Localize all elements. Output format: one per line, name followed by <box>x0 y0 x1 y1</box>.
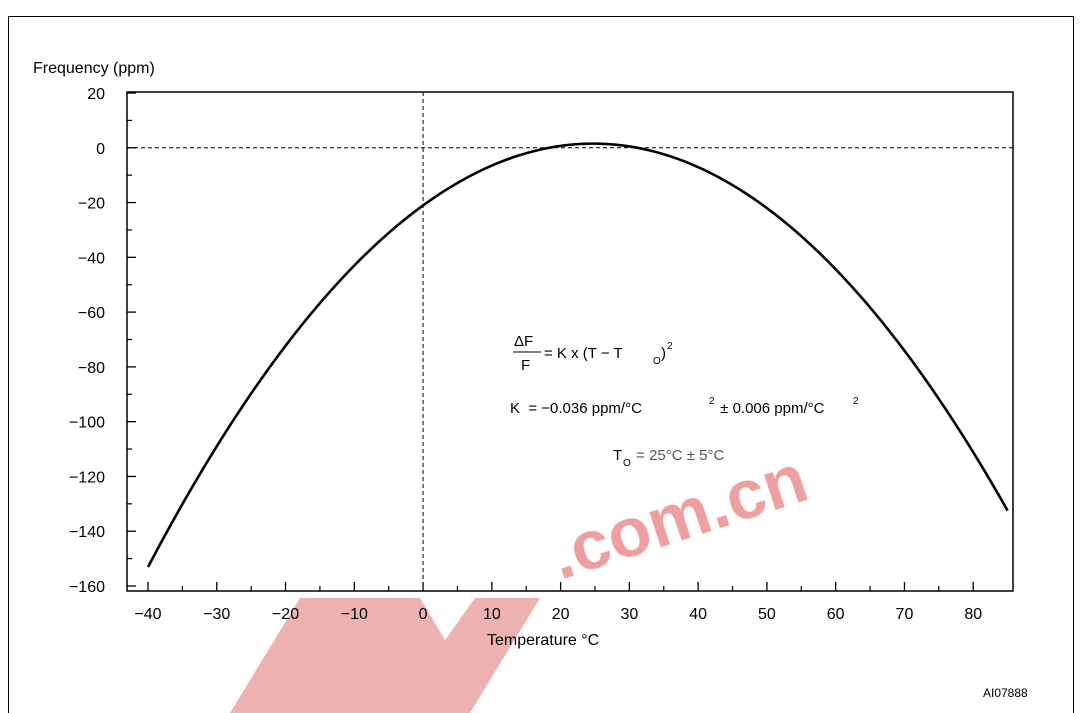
x-tick-label: −10 <box>341 606 368 623</box>
x-tick-label: 0 <box>419 606 428 623</box>
formula-rhs-sub: O <box>653 356 661 367</box>
x-tick-label: 30 <box>620 606 638 623</box>
y-axis-label: Frequency (ppm) <box>33 60 155 77</box>
figure-frame <box>8 16 1074 713</box>
formula-numerator: ΔF <box>514 333 533 350</box>
x-axis-label: Temperature °C <box>487 632 599 649</box>
formula-annotation: ΔF F = K x (T − T O ) 2 <box>513 333 673 374</box>
reference-lines <box>127 92 1013 591</box>
x-tick-label: −40 <box>134 606 161 623</box>
k-sup-2: 2 <box>853 396 859 407</box>
t0-annotation: T O = 25°C ± 5°C <box>613 447 725 469</box>
figure-id: AI07888 <box>983 686 1028 700</box>
y-tick-label: −20 <box>78 196 105 213</box>
frequency-curve <box>146 142 1009 568</box>
t0-sub: O <box>623 458 631 469</box>
y-tick-label: 20 <box>87 86 105 103</box>
x-tick-label: −30 <box>203 606 230 623</box>
x-tick-label: 80 <box>964 606 982 623</box>
t0-text-1: T <box>613 447 622 464</box>
y-tick-label: −120 <box>69 469 105 486</box>
curve-layer <box>146 142 1009 568</box>
k-text-2: ± 0.006 ppm/°C <box>716 400 825 417</box>
y-tick-label: −60 <box>78 305 105 322</box>
formula-rhs: = K x (T − T <box>544 345 623 362</box>
x-tick-label: 40 <box>689 606 707 623</box>
watermark: .com.cn <box>230 438 816 713</box>
y-tick-label: −80 <box>78 360 105 377</box>
t0-text-2: = 25°C ± 5°C <box>632 447 725 464</box>
formula-denominator: F <box>521 357 530 374</box>
y-tick-label: −40 <box>78 250 105 267</box>
plot-area <box>126 91 1014 592</box>
x-tick-label: 10 <box>483 606 501 623</box>
y-tick-label: −160 <box>69 579 105 596</box>
k-text-1: K = −0.036 ppm/°C <box>510 400 642 417</box>
k-annotation: K = −0.036 ppm/°C 2 ± 0.006 ppm/°C 2 <box>510 396 859 417</box>
y-tick-label: −140 <box>69 524 105 541</box>
k-sup-1: 2 <box>709 396 715 407</box>
x-tick-label: 60 <box>827 606 845 623</box>
x-tick-label: 50 <box>758 606 776 623</box>
x-tick-label: 20 <box>552 606 570 623</box>
y-tick-label: −100 <box>69 415 105 432</box>
formula-rhs-sup: 2 <box>667 341 673 352</box>
watermark-shape <box>230 598 540 713</box>
x-tick-label: 70 <box>896 606 914 623</box>
formula-rhs-close: ) <box>661 345 666 362</box>
x-tick-label: −20 <box>272 606 299 623</box>
y-tick-label: 0 <box>96 141 105 158</box>
